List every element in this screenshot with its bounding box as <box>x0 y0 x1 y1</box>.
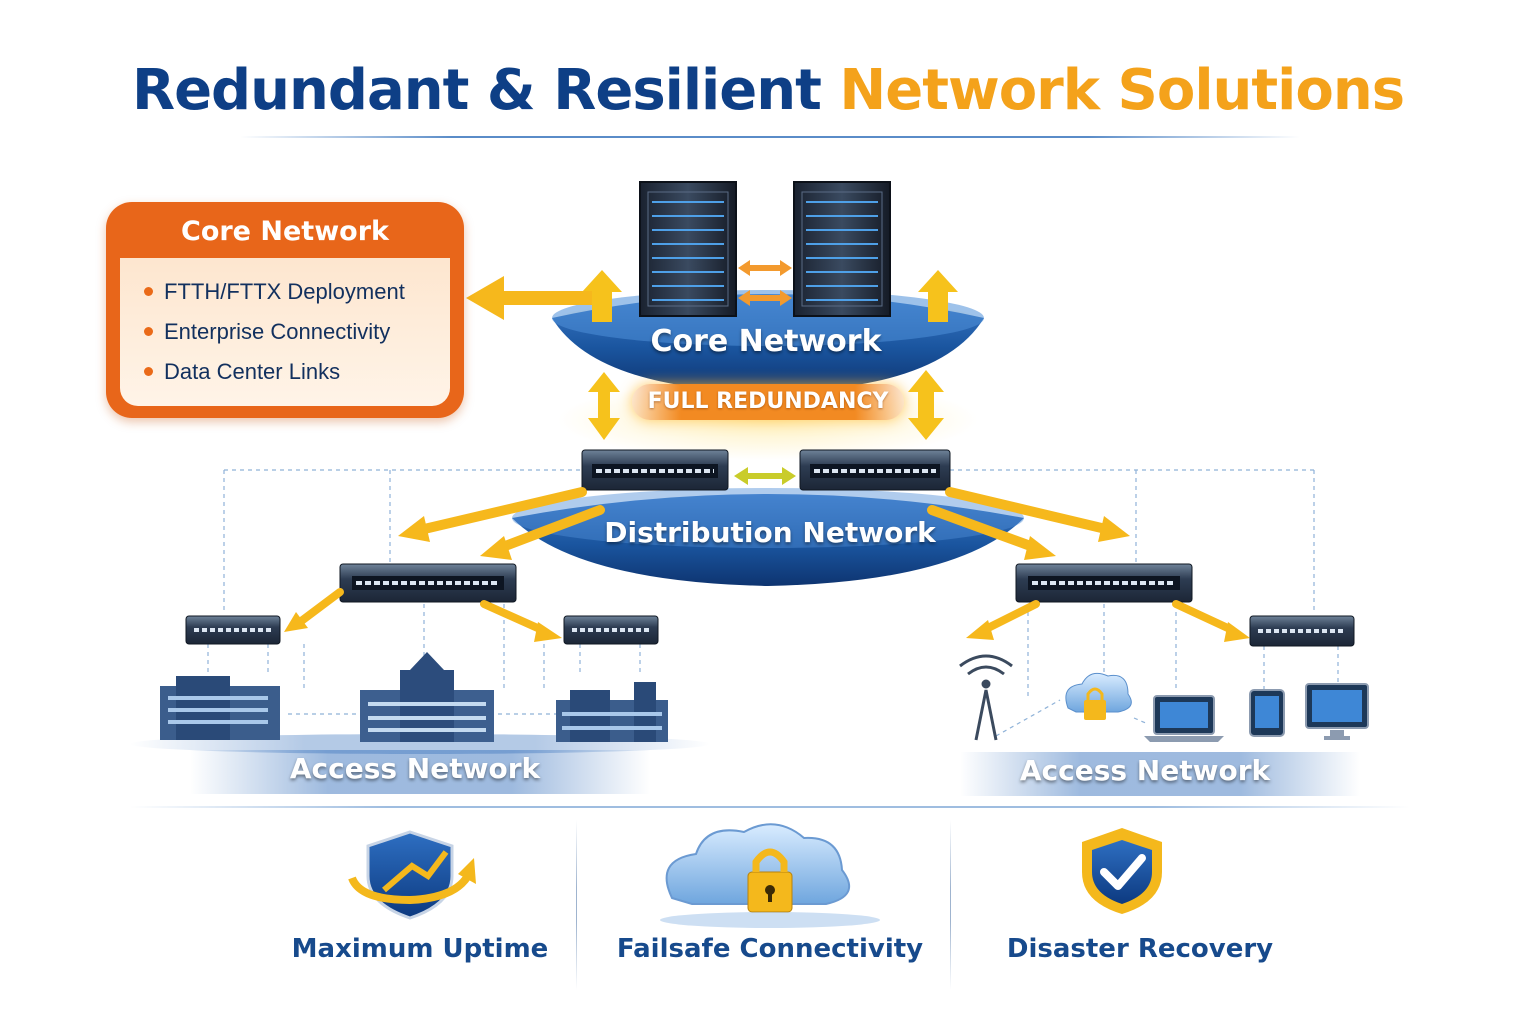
title-part-2: Network Solutions <box>839 58 1405 123</box>
access-arrowheads <box>284 612 1250 642</box>
section-divider <box>130 806 1410 808</box>
distribution-arrows <box>415 487 1115 553</box>
core-network-label: Core Network <box>650 324 882 359</box>
building-icon <box>556 682 668 742</box>
building-icon <box>160 676 280 740</box>
edge-switch-icon <box>563 615 659 645</box>
server-rack-icon <box>793 181 891 317</box>
access-network-left-label: Access Network <box>289 752 541 785</box>
switch-link-arrow <box>734 467 796 485</box>
core-up-arrows <box>582 270 958 322</box>
dashed-frame <box>207 469 1339 737</box>
wifi-tower-icon <box>959 654 1013 741</box>
cloud-lock-icon <box>660 823 880 928</box>
feature-divider <box>950 820 951 990</box>
monitor-icon <box>1305 683 1369 740</box>
edge-switch-icon <box>1249 615 1355 647</box>
list-item: FTTH/FTTX Deployment <box>144 272 450 312</box>
access-arrows <box>296 588 1236 634</box>
laptop-icon <box>1144 695 1224 742</box>
access-right-band <box>960 752 1360 796</box>
distribution-platform-top <box>512 488 1024 548</box>
feature-divider <box>576 820 577 990</box>
distribution-arrowheads <box>398 516 1130 560</box>
bullet-icon <box>144 287 153 296</box>
list-item: Data Center Links <box>144 352 450 392</box>
rack-link-arrowheads <box>738 260 792 306</box>
callout-title: Core Network <box>181 216 389 247</box>
list-item: Enterprise Connectivity <box>144 312 450 352</box>
edge-switch-icon <box>185 615 281 645</box>
feature-failsafe-connectivity: Failsafe Connectivity <box>616 934 924 964</box>
list-item-label: Data Center Links <box>164 359 341 384</box>
building-icon <box>360 652 494 742</box>
redundancy-arrows <box>588 370 944 440</box>
feature-maximum-uptime: Maximum Uptime <box>291 934 549 964</box>
shield-check-icon <box>1082 828 1162 914</box>
callout-list: FTTH/FTTX Deployment Enterprise Connecti… <box>120 258 450 392</box>
core-network-callout: Core Network FTTH/FTTX Deployment Enterp… <box>106 202 464 418</box>
title-part-1: Redundant & Resilient <box>131 58 822 123</box>
title-underline <box>240 136 1300 138</box>
server-rack-icon <box>639 181 737 317</box>
distribution-switch-icon <box>581 449 729 491</box>
access-switch-icon <box>1015 563 1193 603</box>
distribution-switch-icon <box>799 449 951 491</box>
full-redundancy-badge: FULL REDUNDANCY <box>632 384 904 420</box>
distribution-network-label: Distribution Network <box>604 516 936 549</box>
tablet-icon <box>1249 689 1285 737</box>
distribution-platform <box>512 494 1024 586</box>
page-title: Redundant & Resilient Network Solutions <box>0 58 1536 123</box>
cloud-lock-icon <box>1065 672 1132 720</box>
feature-disaster-recovery: Disaster Recovery <box>1006 934 1274 964</box>
access-switch-icon <box>339 563 517 603</box>
rack-link-arrows <box>744 265 786 301</box>
list-item-label: FTTH/FTTX Deployment <box>164 279 405 304</box>
callout-body: FTTH/FTTX Deployment Enterprise Connecti… <box>120 258 450 406</box>
access-left-band <box>190 750 650 794</box>
bullet-icon <box>144 327 153 336</box>
list-item-label: Enterprise Connectivity <box>164 319 391 344</box>
shield-arrow-icon <box>348 830 476 920</box>
bullet-icon <box>144 367 153 376</box>
callout-arrow <box>466 276 592 320</box>
access-network-right-label: Access Network <box>1019 754 1271 787</box>
